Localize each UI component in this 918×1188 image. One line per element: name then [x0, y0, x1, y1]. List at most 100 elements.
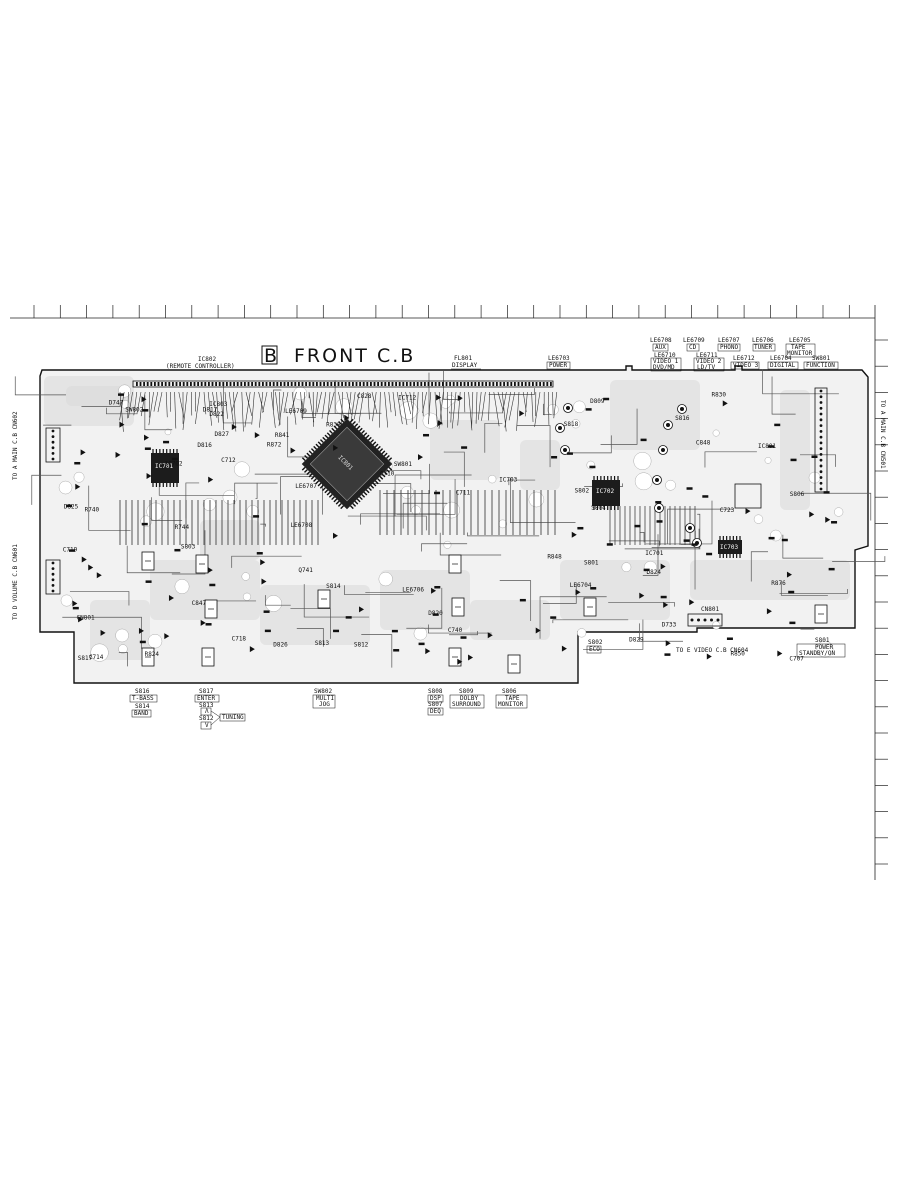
resistor: [774, 423, 781, 427]
pin: [319, 439, 324, 443]
component-label: C711: [456, 489, 471, 496]
pin: [596, 476, 599, 480]
pin: [409, 382, 412, 386]
resistor: [643, 568, 650, 572]
trace: [508, 391, 516, 421]
pin: [481, 382, 484, 386]
trace: [484, 423, 503, 453]
diode: [745, 508, 751, 515]
pin: [139, 382, 142, 386]
le6711-ref: LE6711: [696, 352, 718, 359]
svg-text:TAPE: TAPE: [505, 695, 520, 702]
resistor: [171, 457, 178, 461]
trace: [439, 532, 502, 556]
pad: [90, 643, 109, 662]
pin: [322, 487, 326, 492]
trace: [428, 624, 492, 634]
s802-desc: ECO: [589, 646, 600, 653]
diode: [766, 608, 772, 615]
pin: [431, 382, 433, 386]
pin: [193, 382, 196, 386]
pin: [819, 481, 823, 485]
pin: [367, 436, 372, 441]
trace: [233, 391, 237, 432]
trace: [468, 391, 473, 431]
pin: [726, 554, 728, 558]
svg-text:POWER: POWER: [815, 644, 833, 651]
pin: [312, 382, 315, 386]
resistor: [418, 642, 425, 646]
svg-text:LD/TV: LD/TV: [697, 364, 715, 371]
pin: [819, 406, 823, 410]
s802-ref: S802: [588, 639, 603, 646]
diode: [535, 627, 541, 634]
cn801-connector: [687, 613, 723, 627]
led-core: [655, 478, 659, 482]
pin: [617, 506, 619, 510]
pin: [395, 382, 397, 386]
pin: [506, 382, 509, 386]
pin: [819, 401, 823, 404]
pin: [159, 483, 161, 487]
pin: [528, 382, 531, 386]
pin: [269, 382, 271, 386]
resistor: [590, 587, 597, 590]
display-connector-strip: [132, 380, 554, 388]
pin: [333, 498, 338, 503]
svg-text:IC702: IC702: [596, 488, 614, 495]
pin: [166, 483, 168, 487]
pin: [485, 382, 487, 386]
pin: [51, 457, 55, 461]
pin: [182, 382, 185, 386]
pad: [174, 579, 190, 594]
pin: [370, 484, 375, 489]
s817-ref: S817: [199, 688, 214, 695]
trace: [344, 585, 414, 595]
component-label: R848: [547, 553, 562, 560]
board-letter: B: [264, 345, 279, 367]
pin: [381, 450, 386, 455]
component-label: SW802: [125, 407, 143, 414]
pin: [352, 503, 357, 507]
component-label: R876: [771, 580, 786, 587]
pin: [146, 382, 149, 386]
resistor: [264, 629, 271, 633]
pin: [200, 382, 203, 386]
resistor: [139, 640, 146, 644]
trace: [153, 391, 159, 412]
component-label: IC703: [499, 477, 517, 484]
trace: [443, 451, 465, 487]
trace: [62, 616, 142, 649]
pin: [719, 536, 721, 540]
copper-area: [780, 390, 810, 510]
trace: [481, 391, 486, 421]
trace: [497, 391, 504, 411]
pin: [368, 487, 372, 492]
diode: [164, 633, 170, 640]
resistor: [790, 458, 797, 462]
trace: [428, 391, 432, 425]
pin: [283, 382, 286, 386]
pin: [819, 487, 823, 491]
le6708-desc: AUX: [655, 344, 666, 351]
trace: [384, 391, 389, 428]
diode: [457, 658, 463, 665]
pin: [373, 382, 376, 386]
pin: [819, 429, 823, 433]
resistor: [263, 610, 270, 613]
component-label: LE6706: [402, 586, 424, 593]
resistor: [209, 583, 216, 587]
le6704-desc: DIGITAL: [770, 362, 796, 369]
pin: [535, 382, 538, 386]
trace: [140, 391, 146, 417]
resistor: [634, 524, 641, 528]
pin: [703, 618, 707, 622]
component-label: R744: [175, 524, 190, 531]
le6705-desc: TAPE: [791, 344, 806, 351]
resistor: [789, 621, 796, 625]
pin: [732, 554, 734, 558]
pin: [732, 536, 734, 540]
s808-ref: S808: [428, 688, 443, 695]
trace: [422, 391, 424, 417]
pad: [753, 514, 764, 524]
